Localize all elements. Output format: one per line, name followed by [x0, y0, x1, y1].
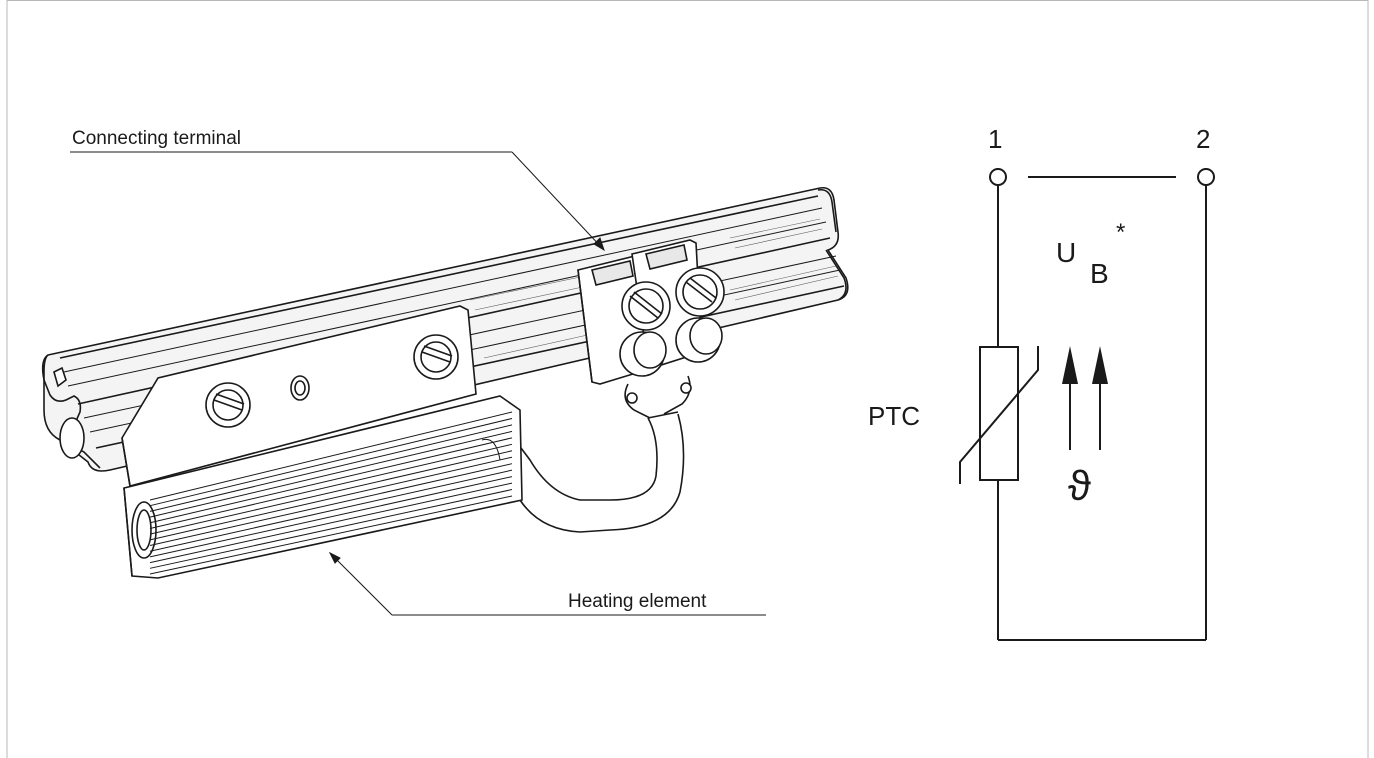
heat-fin-line: [149, 482, 513, 564]
heat-fin-line: [149, 463, 513, 547]
connecting-terminal: [577, 239, 725, 419]
heat-fin-line: [149, 424, 513, 512]
heat-fin-line: [149, 430, 513, 518]
arrow-head-left: [1062, 346, 1078, 384]
heat-fin-line: [149, 469, 513, 552]
heat-fin-line: [149, 450, 513, 535]
callout-lines: [70, 151, 766, 616]
heat-fin-line: [149, 489, 513, 569]
temperature-symbol: ϑ: [1068, 462, 1091, 509]
connecting-terminal-label: Connecting terminal: [72, 128, 241, 149]
terminal-2-label: 2: [1196, 124, 1210, 154]
rail-hatching: [469, 218, 839, 359]
heat-fin-line: [149, 456, 513, 541]
heat-fin-line: [149, 476, 513, 558]
arrow-head-right: [1092, 346, 1108, 384]
heat-fin-line: [149, 411, 513, 501]
ptc-resistor: [979, 346, 1019, 481]
heating-element-label: Heating element: [568, 591, 707, 612]
voltage-symbol: U: [1056, 237, 1076, 268]
heating-element-fins: [149, 411, 513, 575]
ptc-schematic: [959, 168, 1215, 641]
heat-fin-line: [149, 443, 513, 529]
frame-border: [6, 0, 1369, 758]
cable: [504, 411, 685, 533]
heat-fin-line: [149, 495, 513, 575]
terminal-1-label: 1: [988, 124, 1002, 154]
voltage-footnote-mark: *: [1116, 219, 1125, 246]
terminal-2-circle: [1197, 168, 1215, 186]
terminal-1-circle: [989, 168, 1007, 186]
ptc-nonlinear-line: [959, 346, 1039, 484]
ptc-label: PTC: [868, 401, 920, 431]
temperature-arrows: [1062, 346, 1108, 384]
voltage-subscript: B: [1090, 258, 1109, 289]
heat-fin-line: [149, 437, 513, 524]
heat-fin-line: [149, 417, 513, 507]
heating-element-body: [123, 395, 523, 579]
